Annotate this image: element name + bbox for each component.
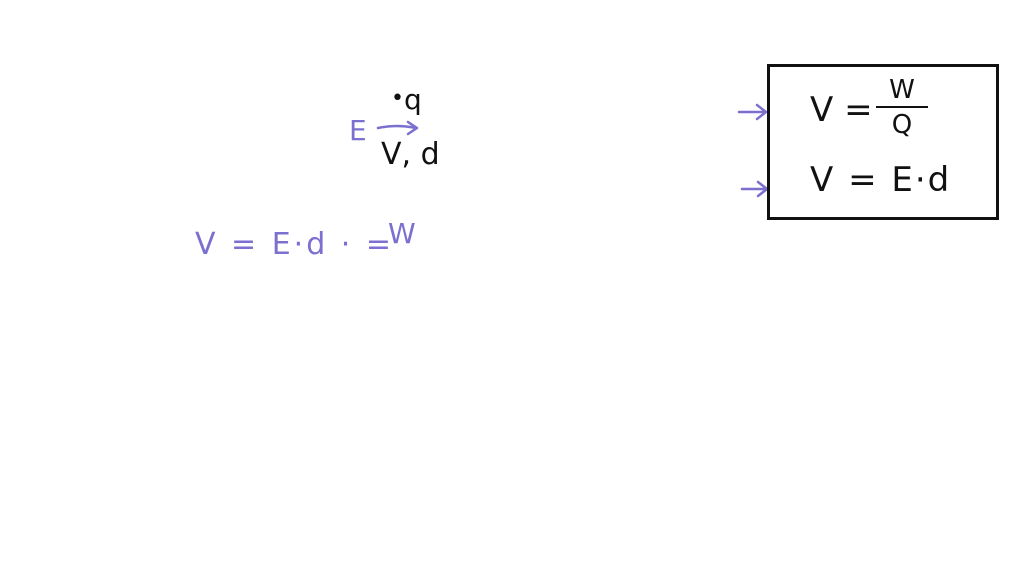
charge-label: q: [404, 83, 422, 116]
field-label: E: [349, 114, 367, 147]
formula1-denominator: Q: [891, 110, 913, 140]
formula1-numerator: W: [889, 75, 915, 105]
field-arrow-icon: [376, 120, 419, 136]
arrow-right-icon: [740, 180, 769, 198]
formula1-lhs: V =: [810, 90, 873, 130]
derivation-work-symbol: W: [388, 217, 416, 250]
fraction-bar: [876, 106, 928, 108]
arrow-right-icon: [737, 103, 768, 121]
formula-box: V = W Q V = E·d: [767, 64, 999, 220]
formula1-fraction: W Q: [876, 77, 928, 138]
quantities-label: V, d: [381, 137, 440, 172]
formula2: V = E·d: [810, 160, 952, 200]
charge-dot: •: [391, 86, 404, 111]
derivation-equation: V = E·d · =: [195, 227, 395, 262]
